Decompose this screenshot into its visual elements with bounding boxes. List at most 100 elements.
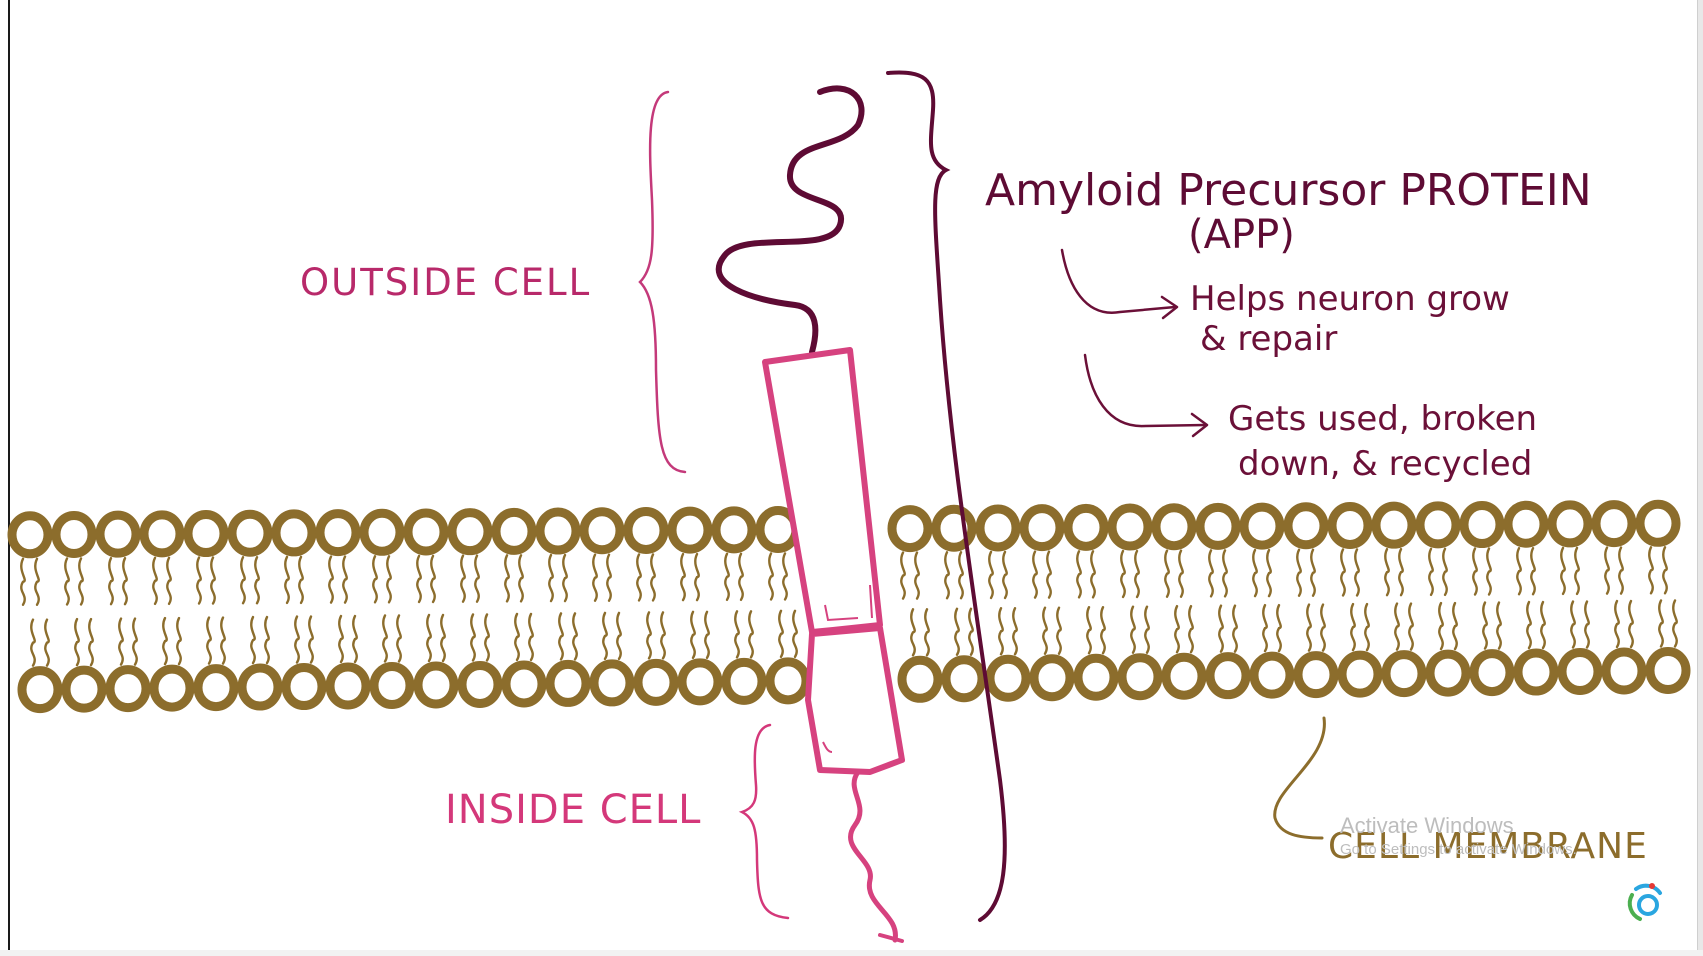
lipid-tail — [573, 613, 576, 659]
lipid-tail — [695, 554, 698, 600]
lipid-tail — [1101, 607, 1104, 653]
lipid-tail — [593, 555, 596, 601]
lipid-tail — [1355, 549, 1358, 595]
lipid-head-lower — [22, 671, 58, 709]
lipid-tail — [75, 619, 78, 665]
lipid-tail — [725, 554, 728, 600]
lipid-head-lower — [1474, 654, 1510, 692]
lipid-tail — [65, 558, 68, 604]
lipid-tail — [1629, 601, 1632, 647]
lipid-head-upper — [628, 511, 664, 549]
app-transmembrane-lower — [808, 628, 902, 772]
lipid-head-upper — [1596, 505, 1632, 543]
lipid-tail — [397, 616, 400, 662]
lipid-tail — [1365, 604, 1368, 650]
watermark-title: Activate Windows — [1340, 813, 1577, 839]
lipid-head-upper — [452, 513, 488, 551]
function-1-line1: Helps neuron grow — [1190, 279, 1510, 319]
lipid-tail — [383, 616, 386, 662]
lipid-head-lower — [770, 662, 806, 700]
lipid-head-lower — [1210, 657, 1246, 695]
lipid-tail — [519, 555, 522, 601]
lipid-head-upper — [540, 512, 576, 550]
lipid-tail — [1233, 606, 1236, 652]
lipid-head-upper — [1244, 507, 1280, 545]
lipid-tail — [705, 612, 708, 658]
refresh-logo-icon[interactable] — [1630, 883, 1660, 919]
lipid-tail — [119, 619, 122, 665]
lipid-head-lower — [1430, 654, 1466, 692]
lipid-tail — [1585, 602, 1588, 648]
lipid-tail — [549, 555, 552, 601]
protein-name-label: Amyloid Precursor PROTEIN — [985, 165, 1592, 216]
lipid-head-upper — [100, 515, 136, 553]
lipid-tail — [515, 614, 518, 660]
lipid-head-upper — [1640, 504, 1676, 542]
lipid-tail — [387, 556, 390, 602]
lipid-tail — [783, 554, 786, 600]
lipid-tail — [749, 611, 752, 657]
lipid-head-upper — [1112, 508, 1148, 546]
lipid-tail — [1131, 607, 1134, 653]
lipid-head-upper — [232, 514, 268, 552]
curved-arrow-icon — [1085, 355, 1205, 426]
lipid-tail — [329, 557, 332, 603]
lipid-tail — [1663, 547, 1666, 593]
lipid-head-upper — [276, 514, 312, 552]
lipid-head-lower — [110, 670, 146, 708]
lipid-tail — [427, 615, 430, 661]
lipid-head-upper — [496, 512, 532, 550]
lipid-tail — [343, 557, 346, 603]
curved-arrow-icon — [1062, 250, 1175, 313]
lipid-head-lower — [1342, 655, 1378, 693]
lipid-head-lower — [154, 669, 190, 707]
lipid-head-upper — [584, 512, 620, 550]
lipid-tail — [1527, 602, 1530, 648]
lipid-tail — [133, 619, 136, 665]
lipid-head-lower — [638, 663, 674, 701]
lipid-head-upper — [408, 513, 444, 551]
lipid-tail — [1619, 548, 1622, 594]
lipid-tail — [1473, 549, 1476, 595]
lipid-tail — [1615, 601, 1618, 647]
lipid-head-upper — [12, 516, 48, 554]
lipid-head-upper — [144, 515, 180, 553]
lipid-head-lower — [462, 665, 498, 703]
lipid-head-upper — [1200, 507, 1236, 545]
lipid-tail — [353, 616, 356, 662]
lipid-tail — [79, 558, 82, 604]
lipid-head-lower — [286, 668, 322, 706]
lipid-tail — [1175, 606, 1178, 652]
function-1-line2: & repair — [1200, 319, 1337, 359]
lipid-head-upper — [364, 513, 400, 551]
lipid-tail — [779, 611, 782, 657]
lipid-head-lower — [1122, 658, 1158, 696]
lipid-tail — [1165, 551, 1168, 597]
lipid-tail — [1223, 550, 1226, 596]
lipid-head-lower — [198, 669, 234, 707]
lipid-head-lower — [242, 668, 278, 706]
lipid-tail — [607, 555, 610, 601]
lipid-tail — [1453, 603, 1456, 649]
lipid-tail — [637, 554, 640, 600]
lipid-tail — [339, 616, 342, 662]
lipid-tail — [21, 559, 24, 605]
lipid-tail — [1561, 548, 1564, 594]
lipid-tail — [1179, 551, 1182, 597]
lipid-tail — [769, 554, 772, 600]
lipid-tail — [299, 557, 302, 603]
lipid-tail — [221, 618, 224, 664]
lipid-tail — [1145, 607, 1148, 653]
lipid-tail — [915, 553, 918, 599]
lipid-head-upper — [1332, 506, 1368, 544]
lipid-tail — [691, 612, 694, 658]
lipid-head-lower — [66, 670, 102, 708]
lipid-tail — [1277, 605, 1280, 651]
inside-cell-brace-icon — [742, 725, 788, 918]
lipid-tail — [1487, 549, 1490, 595]
lipid-tail — [1267, 550, 1270, 596]
lipid-head-lower — [902, 660, 938, 698]
lipid-head-lower — [946, 660, 982, 698]
lipid-tail — [563, 555, 566, 601]
